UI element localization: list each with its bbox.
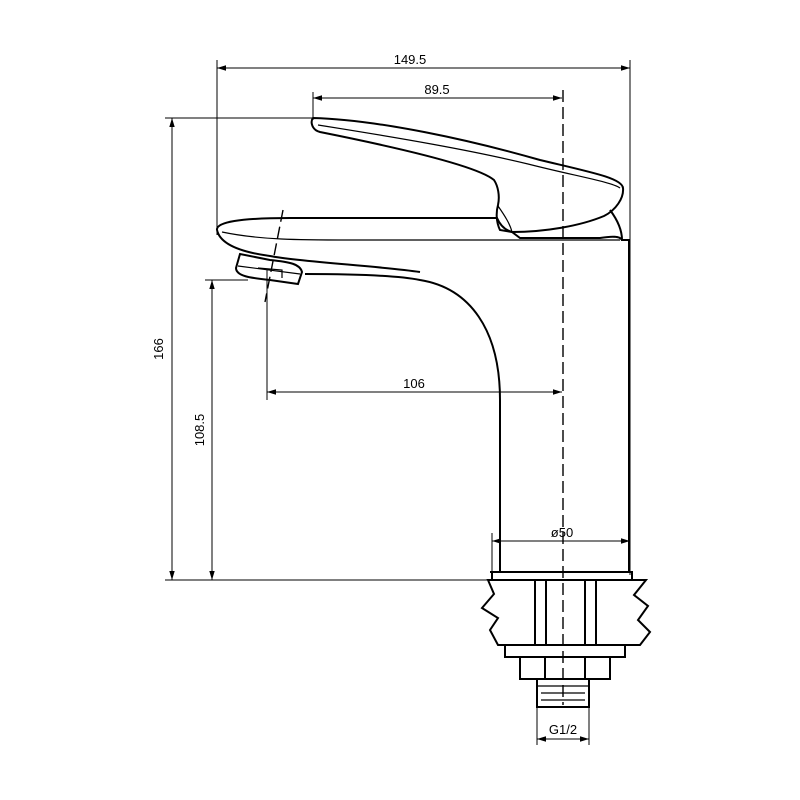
dimension-overall-width: 149.5 <box>216 52 631 575</box>
dimension-label-spout-height: 108.5 <box>192 414 207 447</box>
dimension-thread: G1/2 <box>536 700 590 745</box>
countertop-section <box>480 571 652 646</box>
thread-connector <box>536 678 590 708</box>
faucet-body <box>216 116 632 573</box>
dimension-label-thread: G1/2 <box>549 722 577 737</box>
dimension-label-handle-length: 89.5 <box>424 82 449 97</box>
countertop-right-hatch <box>595 579 652 646</box>
faucet-handle <box>310 116 625 234</box>
spout-aerator <box>234 252 304 286</box>
dimension-base-diameter: ø50 <box>491 525 630 572</box>
dimension-total-height: 166 <box>151 117 490 581</box>
mounting-hardware <box>504 644 626 708</box>
dimension-label-overall-width: 149.5 <box>394 52 427 67</box>
dimension-label-total-height: 166 <box>151 338 166 360</box>
spout-outlet-centerline <box>264 209 284 303</box>
dimension-label-spout-reach: 106 <box>403 376 425 391</box>
dimension-handle-length: 89.5 <box>312 82 562 120</box>
dimension-spout-height: 108.5 <box>192 279 248 580</box>
dimension-label-base-diameter: ø50 <box>551 525 573 540</box>
countertop-left-hatch <box>480 579 536 646</box>
dimension-spout-reach: 106 <box>266 270 562 400</box>
faucet-spout-top <box>216 217 623 241</box>
